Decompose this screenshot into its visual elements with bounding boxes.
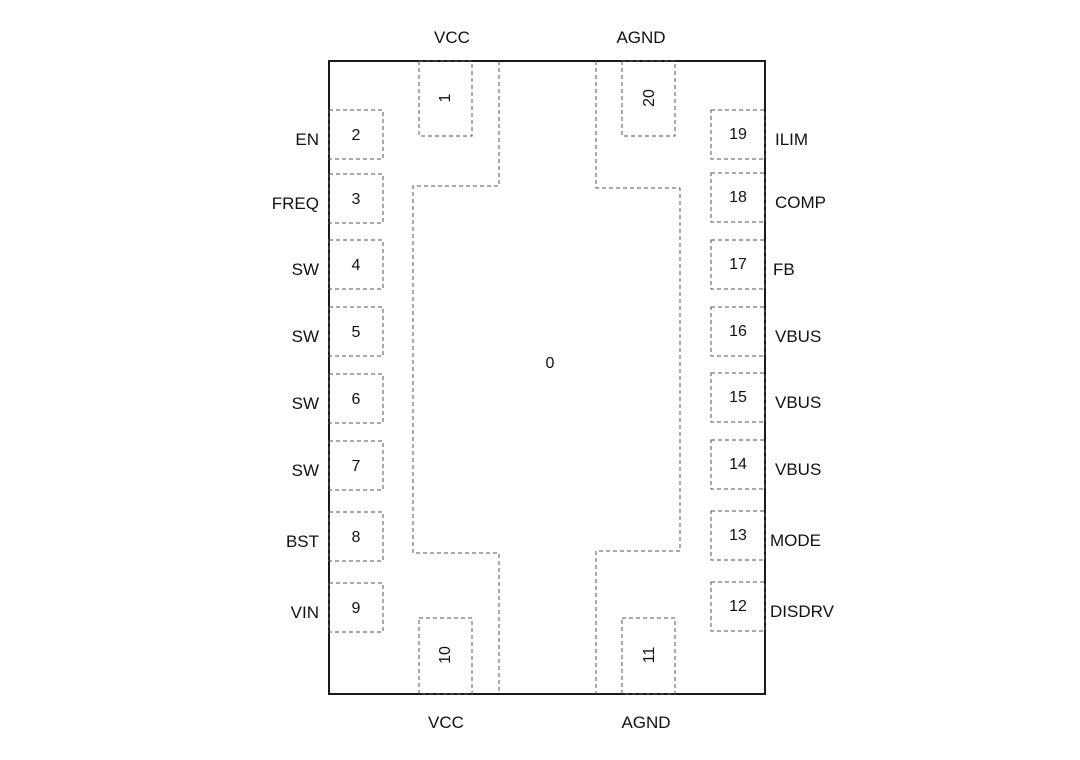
pin-19-number: 19 xyxy=(729,126,747,143)
pin-17-label: FB xyxy=(773,260,795,279)
pin-2-label: EN xyxy=(295,130,319,149)
pin-5-number: 5 xyxy=(352,324,361,341)
pin-20-pad xyxy=(621,60,676,137)
pin-10-number: 10 xyxy=(437,646,454,664)
pin-14-pad xyxy=(710,439,766,490)
pin-9-number: 9 xyxy=(352,600,361,617)
top-label-agnd: AGND xyxy=(616,28,665,47)
pin-2-pad xyxy=(328,109,384,160)
pin-20-number: 20 xyxy=(641,89,658,107)
pin-12-pad xyxy=(710,581,766,632)
pin-4-pad xyxy=(328,239,384,290)
pin-16-label: VBUS xyxy=(775,327,821,346)
pin-1-pad xyxy=(418,60,473,137)
pin-8-label: BST xyxy=(286,532,319,551)
pin-6-pad xyxy=(328,373,384,424)
pin-6-number: 6 xyxy=(352,391,361,408)
pin-3-number: 3 xyxy=(352,191,361,208)
pin-18-number: 18 xyxy=(729,189,747,206)
pin-4-label: SW xyxy=(292,260,319,279)
pin-7-pad xyxy=(328,440,384,491)
pin-18-label: COMP xyxy=(775,193,826,212)
pin-1-number: 1 xyxy=(437,93,454,102)
pin-2-number: 2 xyxy=(352,127,361,144)
thermal-pad xyxy=(412,61,681,694)
pin-12-label: DISDRV xyxy=(770,602,835,621)
pin-7-label: SW xyxy=(292,461,319,480)
pin-9-label: VIN xyxy=(291,603,319,622)
pin-14-label: VBUS xyxy=(775,460,821,479)
bottom-label-agnd: AGND xyxy=(621,713,670,732)
pin-13-pad xyxy=(710,510,766,561)
pin-19-pad xyxy=(710,109,766,160)
pin-4-number: 4 xyxy=(352,257,361,274)
pin-3-pad xyxy=(328,173,384,224)
pin-17-number: 17 xyxy=(729,256,747,273)
package-outline xyxy=(328,60,766,695)
pin-15-pad xyxy=(710,372,766,423)
pin-10-pad xyxy=(418,617,473,695)
pin-12-number: 12 xyxy=(729,598,747,615)
pin-7-number: 7 xyxy=(352,458,361,475)
pin-16-number: 16 xyxy=(729,323,747,340)
pin-3-label: FREQ xyxy=(272,194,319,213)
pin-13-number: 13 xyxy=(729,527,747,544)
pin-11-pad xyxy=(621,617,676,695)
bottom-label-vcc: VCC xyxy=(428,713,464,732)
pin-19-label: ILIM xyxy=(775,130,808,149)
pin-9-pad xyxy=(328,582,384,633)
pin-13-label: MODE xyxy=(770,531,821,550)
pin-8-number: 8 xyxy=(352,529,361,546)
pin-15-label: VBUS xyxy=(775,393,821,412)
pin-14-number: 14 xyxy=(729,456,747,473)
top-label-vcc: VCC xyxy=(434,28,470,47)
pin-15-number: 15 xyxy=(729,389,747,406)
pin-11-number: 11 xyxy=(641,647,658,664)
pin-5-label: SW xyxy=(292,327,319,346)
pin-6-label: SW xyxy=(292,394,319,413)
pin-17-pad xyxy=(710,239,766,290)
pin-5-pad xyxy=(328,306,384,357)
thermal-pad-number: 0 xyxy=(546,355,555,372)
pin-16-pad xyxy=(710,306,766,357)
pin-8-pad xyxy=(328,511,384,562)
pin-18-pad xyxy=(710,172,766,223)
